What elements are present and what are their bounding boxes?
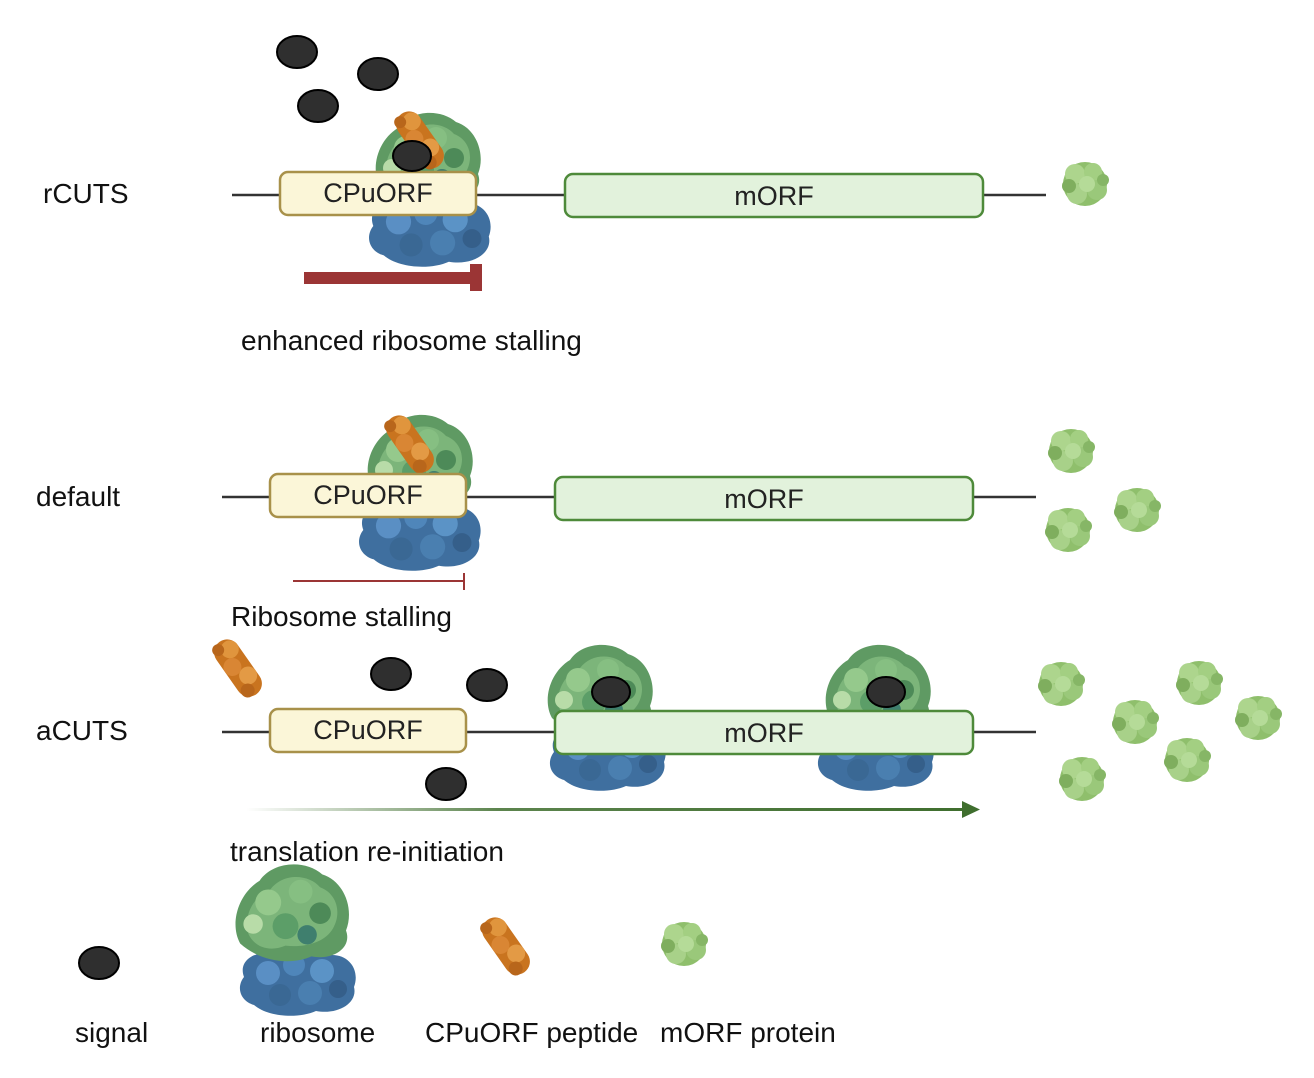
protein-icon bbox=[1048, 429, 1095, 473]
caption-reinitiation: translation re-initiation bbox=[230, 836, 504, 867]
cpuorf-box-label: CPuORF bbox=[313, 480, 423, 510]
row-label-rcuts: rCUTS bbox=[43, 178, 129, 209]
reinitiation-arrow-shaft bbox=[246, 808, 966, 811]
signal-molecule-icon bbox=[392, 140, 432, 172]
protein-icon bbox=[1176, 661, 1223, 705]
legend-label-protein: mORF protein bbox=[660, 1017, 836, 1048]
signal-molecule-icon bbox=[866, 676, 906, 708]
cpuorf-box-label: CPuORF bbox=[323, 178, 433, 208]
protein-icon bbox=[661, 922, 708, 966]
signal-molecule-icon bbox=[466, 668, 508, 702]
ribosome-icon bbox=[235, 864, 356, 1016]
signal-molecule-icon bbox=[425, 767, 467, 801]
signal-molecule-icon bbox=[370, 657, 412, 691]
morf-box bbox=[553, 709, 975, 756]
row-label-default: default bbox=[36, 481, 120, 512]
peptide-icon bbox=[208, 634, 268, 702]
cpuorf-box bbox=[268, 707, 468, 754]
row-acuts: aCUTS CPuORF mORF translation re-initiat… bbox=[36, 634, 1282, 867]
signal-molecule-icon bbox=[591, 676, 631, 708]
stall-bar-end bbox=[470, 264, 482, 291]
legend-label-peptide: CPuORF peptide bbox=[425, 1017, 638, 1048]
protein-icon bbox=[1045, 508, 1092, 552]
row-default: default CPuORF mORF Ribosome stalling bbox=[36, 410, 1161, 632]
signal-molecule-icon bbox=[357, 57, 399, 91]
legend-label-ribosome: ribosome bbox=[260, 1017, 375, 1048]
row-rcuts: rCUTS CPuORF mORF enhanced ribosome stal… bbox=[43, 35, 1109, 356]
protein-icon bbox=[1062, 162, 1109, 206]
row-label-acuts: aCUTS bbox=[36, 715, 128, 746]
protein-icon bbox=[1112, 700, 1159, 744]
protein-icon bbox=[1164, 738, 1211, 782]
morf-box bbox=[563, 172, 985, 219]
protein-icon bbox=[1114, 488, 1161, 532]
caption-ribosome-stalling: Ribosome stalling bbox=[231, 601, 452, 632]
legend: signal ribosome CPuORF peptide mORF prot… bbox=[75, 864, 836, 1048]
morf-box-label: mORF bbox=[734, 181, 813, 211]
morf-box bbox=[553, 475, 975, 522]
morf-box-label: mORF bbox=[724, 718, 803, 748]
cpuorf-box bbox=[268, 472, 468, 519]
stall-bar-thick bbox=[304, 272, 480, 284]
caption-enhanced-stalling: enhanced ribosome stalling bbox=[241, 325, 582, 356]
legend-label-signal: signal bbox=[75, 1017, 148, 1048]
cpuorf-box-label: CPuORF bbox=[313, 715, 423, 745]
signal-molecule-icon bbox=[276, 35, 318, 69]
signal-molecule-icon bbox=[78, 946, 120, 980]
cpuorf-box bbox=[278, 170, 478, 217]
protein-icon bbox=[1235, 696, 1282, 740]
protein-icon bbox=[1059, 757, 1106, 801]
protein-icon bbox=[1038, 662, 1085, 706]
reinitiation-arrow-head bbox=[962, 801, 980, 818]
signal-molecule-icon bbox=[297, 89, 339, 123]
morf-box-label: mORF bbox=[724, 484, 803, 514]
peptide-icon bbox=[476, 912, 536, 980]
